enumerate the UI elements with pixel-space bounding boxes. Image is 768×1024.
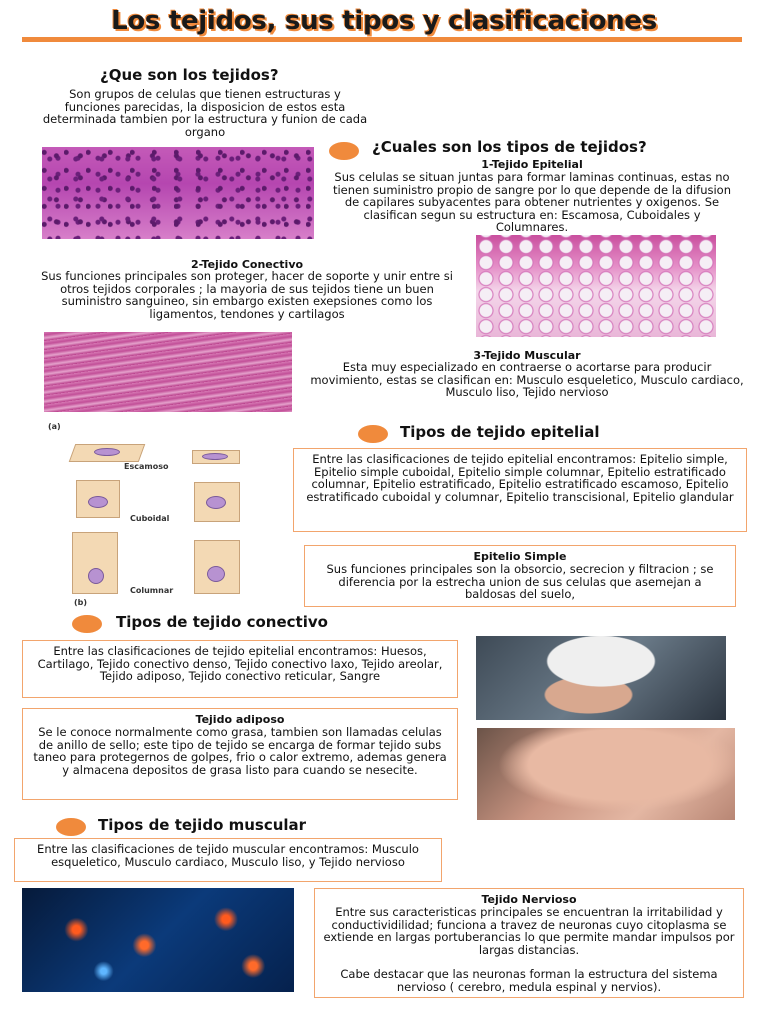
tejido-adiposo-box: Tejido adiposo Se le conoce normalmente … (22, 708, 458, 800)
muscular-title: 3-Tejido Muscular (473, 349, 581, 362)
epitelio-simple-box: Epitelio Simple Sus funciones principale… (304, 545, 736, 607)
diagram-label-b: (b) (74, 598, 88, 607)
columnar-cell-3d (72, 532, 118, 594)
conectivo-title: 2-Tejido Conectivo (190, 258, 304, 271)
bullet-dot-types (329, 142, 359, 160)
epitelial-types-text: Entre las clasificaciones de tejido epit… (306, 452, 734, 504)
cuboidal-nucleus (88, 496, 108, 508)
page-title: Los tejidos, sus tipos y clasificaciones (111, 6, 657, 36)
epithelial-tissue-image (42, 147, 314, 239)
label-escamoso: Escamoso (124, 462, 169, 471)
neurons-image (22, 888, 294, 992)
types-heading: ¿Cuales son los tipos de tejidos? (372, 138, 647, 156)
label-cuboidal: Cuboidal (130, 514, 170, 523)
cuboidal-section-nucleus (206, 496, 226, 509)
epitelial-text: Sus celulas se situan juntas para formar… (332, 170, 732, 234)
muscular-types-heading: Tipos de tejido muscular (98, 816, 307, 834)
adiposo-title: Tejido adiposo (195, 713, 285, 726)
diagram-label-a: (a) (48, 422, 61, 431)
epitelial-types-box: Entre las clasificaciones de tejido epit… (293, 448, 747, 532)
conectivo-types-box: Entre las clasificaciones de tejido epit… (22, 640, 458, 698)
squamous-section-nucleus (202, 453, 228, 460)
adiposo-text: Se le conoce normalmente como grasa, tam… (33, 725, 447, 777)
conectivo-types-heading: Tipos de tejido conectivo (116, 613, 328, 631)
muscular-types-box: Entre las clasificaciones de tejido musc… (14, 838, 442, 882)
conectivo-text: Sus funciones principales son proteger, … (41, 269, 453, 321)
columnar-section-nucleus (207, 566, 225, 582)
intro-text: Son grupos de celulas que tienen estruct… (42, 87, 368, 139)
epitelial-types-heading: Tipos de tejido epitelial (400, 423, 600, 441)
columnar-nucleus (88, 568, 104, 584)
cold-weather-photo (476, 636, 726, 720)
nervioso-text-2: Cabe destacar que las neuronas forman la… (340, 967, 718, 994)
title-underline (22, 37, 742, 42)
bullet-dot-conectivo (72, 615, 102, 633)
epitelio-simple-text: Sus funciones principales son la obsorci… (326, 562, 714, 601)
muscle-tissue-image (44, 332, 292, 412)
nervioso-title: Tejido Nervioso (481, 893, 577, 906)
intro-heading: ¿Que son los tejidos? (100, 66, 279, 84)
epitelial-title: 1-Tejido Epitelial (481, 158, 583, 171)
nervioso-text: Entre sus caracteristicas principales se… (323, 905, 735, 957)
connective-tissue-image (476, 235, 716, 337)
bullet-dot-epitelial (358, 425, 388, 443)
muscular-types-text: Entre las clasificaciones de tejido musc… (37, 842, 419, 869)
skin-closeup-photo (477, 728, 735, 820)
tejido-nervioso-box: Tejido Nervioso Entre sus caracteristica… (314, 888, 744, 998)
epitelio-simple-title: Epitelio Simple (473, 550, 567, 563)
bullet-dot-muscular (56, 818, 86, 836)
squamous-nucleus (94, 448, 120, 456)
label-columnar: Columnar (130, 586, 174, 595)
conectivo-types-text: Entre las clasificaciones de tejido epit… (37, 644, 443, 683)
muscular-text: Esta muy especializado en contraerse o a… (310, 360, 744, 399)
epithelial-shapes-diagram: (a) Escamoso Cuboidal Columnar (b) (44, 420, 264, 608)
